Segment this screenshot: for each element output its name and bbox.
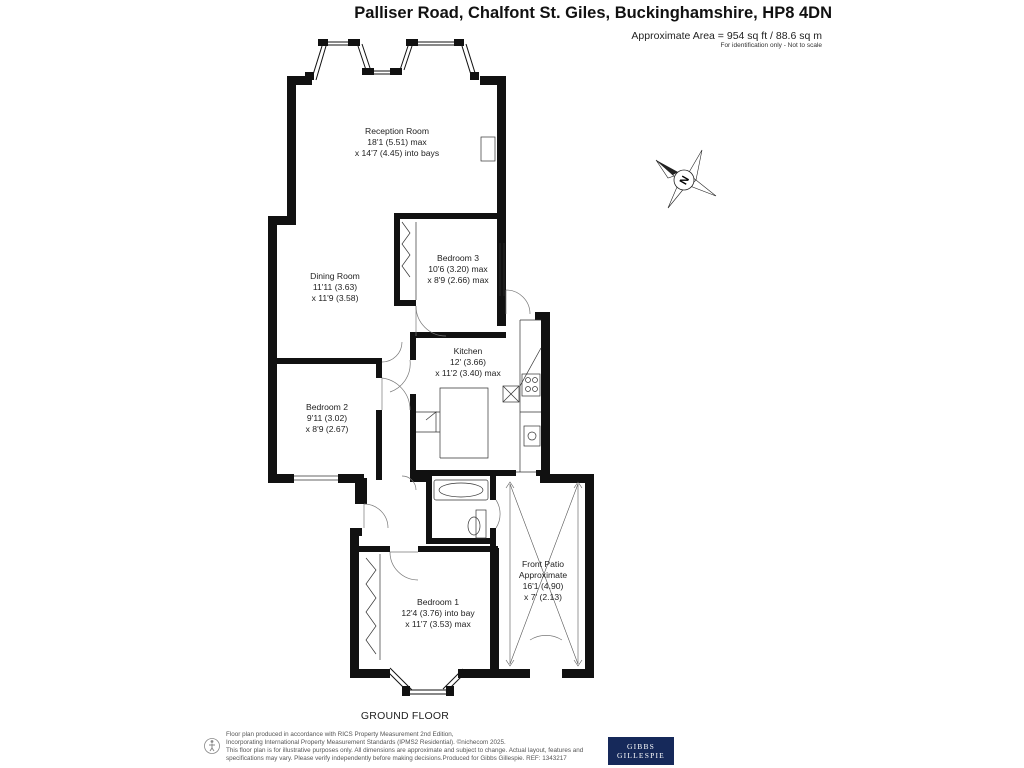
kitchen-name: Kitchen [454, 346, 483, 356]
dining-size-2: x 11'9 (3.58) [312, 293, 359, 303]
patio-size-2: x 7' (2.13) [524, 592, 562, 602]
dining-name: Dining Room [310, 271, 360, 281]
patio-name: Front Patio [522, 559, 564, 569]
approximate-area: Approximate Area = 954 sq ft / 88.6 sq m [631, 30, 822, 42]
dining-size: 11'11 (3.63) [313, 282, 357, 292]
bay-posts [402, 686, 454, 696]
accessibility-icon [204, 736, 220, 756]
door-swings [363, 289, 563, 641]
patio-note: Approximate [519, 570, 567, 580]
bedroom3-size-2: x 8'9 (2.66) max [427, 275, 489, 285]
kitchen-size-2: x 11'2 (3.40) max [435, 368, 501, 378]
property-address: Palliser Road, Chalfont St. Giles, Bucki… [354, 4, 832, 22]
bedroom2-size-2: x 8'9 (2.67) [306, 424, 349, 434]
exterior-walls [268, 39, 594, 678]
bedroom3-size: 10'6 (3.20) max [428, 264, 488, 274]
patio-diagonals [505, 481, 583, 667]
disclaimer-line: Incorporating International Property Mea… [226, 739, 506, 746]
bedroom1-size: 12'4 (3.76) into bay [401, 608, 475, 618]
compass: N [655, 149, 717, 209]
patio-size: 16'1 (4.90) [523, 581, 564, 591]
bedroom1-name: Bedroom 1 [417, 597, 459, 607]
agent-logo: GIBBS GILLESPIE [608, 737, 674, 765]
logo-line-2: GILLESPIE [617, 751, 665, 760]
interior-walls [268, 213, 550, 578]
north-arrow-icon [655, 149, 717, 209]
kitchen-size: 12' (3.66) [450, 357, 486, 367]
fixtures [294, 136, 542, 660]
disclaimer-line: Floor plan produced in accordance with R… [226, 731, 454, 738]
disclaimer: Floor plan produced in accordance with R… [226, 731, 611, 763]
scale-note: For identification only - Not to scale [720, 42, 822, 49]
logo-line-1: GIBBS [626, 742, 656, 751]
bedroom3-name: Bedroom 3 [437, 253, 479, 263]
disclaimer-line: This floor plan is for illustrative purp… [226, 747, 584, 754]
reception-size: 18'1 (5.51) max [367, 137, 427, 147]
reception-size-2: x 14'7 (4.45) into bays [355, 148, 439, 158]
bedroom2-size: 9'11 (3.02) [307, 413, 347, 423]
bedroom2-name: Bedroom 2 [306, 402, 348, 412]
disclaimer-line: specifications may vary. Please verify i… [226, 755, 567, 762]
floor-label: GROUND FLOOR [361, 710, 449, 722]
reception-name: Reception Room [365, 126, 429, 136]
bedroom1-size-2: x 11'7 (3.53) max [405, 619, 471, 629]
